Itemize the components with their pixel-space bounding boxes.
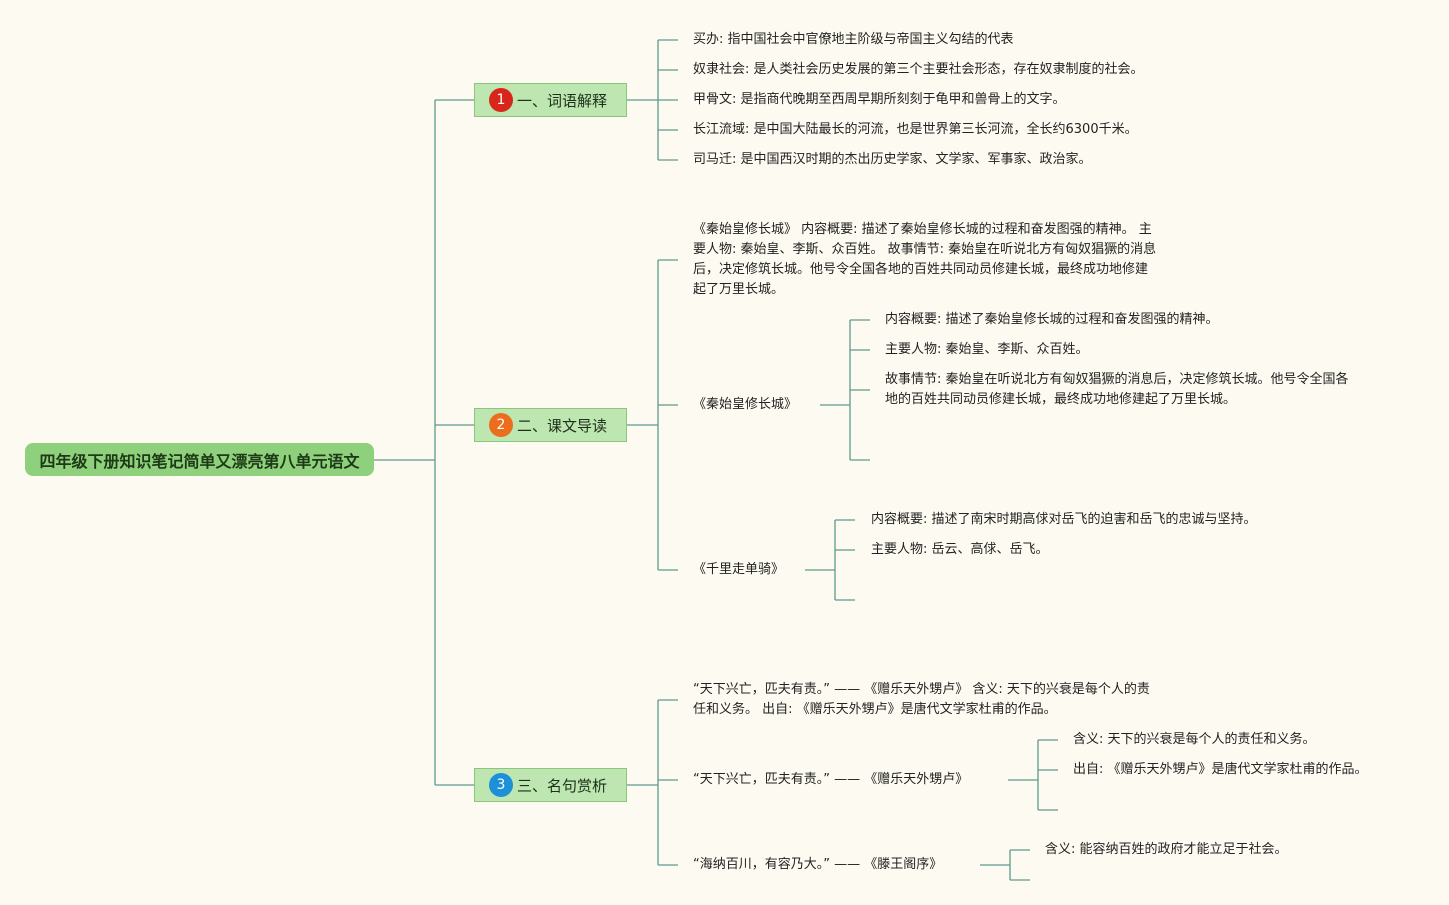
leaf-term-oracle-bone[interactable]: 甲骨文: 是指商代晚期至西周早期所刻刻于龟甲和兽骨上的文字。 bbox=[693, 92, 1066, 107]
story2-people[interactable]: 主要人物: 岳云、高俅、岳飞。 bbox=[871, 542, 1049, 557]
summary-line: 要人物: 秦始皇、李斯、众百姓。 故事情节: 秦始皇在听说北方有匈奴猖獗的消息 bbox=[693, 242, 1157, 257]
story2-content[interactable]: 内容概要: 描述了南宋时期高俅对岳飞的迫害和岳飞的忠诚与坚持。 bbox=[871, 512, 1257, 527]
leaf-story-lone-rider[interactable]: 《千里走单骑》 bbox=[693, 562, 785, 577]
quote2-meaning[interactable]: 含义: 能容纳百姓的政府才能立足于社会。 bbox=[1045, 842, 1288, 857]
summary-line: 起了万里长城。 bbox=[693, 282, 785, 297]
leaf-term-comprador[interactable]: 买办: 指中国社会中官僚地主阶级与帝国主义勾结的代表 bbox=[693, 32, 1014, 47]
branch-word-explanation[interactable]: 1 一、词语解释 bbox=[474, 83, 627, 117]
summary-line: 任和义务。 出自: 《赠乐天外甥卢》是唐代文学家杜甫的作品。 bbox=[693, 702, 1057, 717]
number-badge-1: 1 bbox=[489, 88, 513, 112]
branch-label: 二、课文导读 bbox=[517, 416, 608, 435]
root-topic[interactable]: 四年级下册知识笔记简单又漂亮第八单元语文 bbox=[25, 443, 374, 476]
story1-plot[interactable]: 故事情节: 秦始皇在听说北方有匈奴猖獗的消息后，决定修筑长城。他号令全国各 地的… bbox=[885, 370, 1349, 410]
plot-line: 地的百姓共同动员修建长城，最终成功地修建起了万里长城。 bbox=[885, 392, 1237, 407]
summary-line: “天下兴亡，匹夫有责。” —— 《赠乐天外甥卢》 含义: 天下的兴衰是每个人的责 bbox=[693, 682, 1150, 697]
leaf-story-great-wall[interactable]: 《秦始皇修长城》 bbox=[693, 397, 798, 412]
leaf-quote-2[interactable]: “海纳百川，有容乃大。” —— 《滕王阁序》 bbox=[693, 857, 943, 872]
leaf-text-summary[interactable]: 《秦始皇修长城》 内容概要: 描述了秦始皇修长城的过程和奋发图强的精神。 主 要… bbox=[693, 220, 1156, 300]
number-badge-3: 3 bbox=[489, 773, 513, 797]
branch-text-guide[interactable]: 2 二、课文导读 bbox=[474, 408, 627, 442]
quote1-source[interactable]: 出自: 《赠乐天外甥卢》是唐代文学家杜甫的作品。 bbox=[1073, 762, 1368, 777]
leaf-term-slave-society[interactable]: 奴隶社会: 是人类社会历史发展的第三个主要社会形态，存在奴隶制度的社会。 bbox=[693, 62, 1144, 77]
branch-label: 三、名句赏析 bbox=[517, 776, 608, 795]
leaf-quote-1[interactable]: “天下兴亡，匹夫有责。” —— 《赠乐天外甥卢》 bbox=[693, 772, 969, 787]
quote1-meaning[interactable]: 含义: 天下的兴衰是每个人的责任和义务。 bbox=[1073, 732, 1316, 747]
branch-label: 一、词语解释 bbox=[517, 91, 608, 110]
leaf-term-sima-qian[interactable]: 司马迁: 是中国西汉时期的杰出历史学家、文学家、军事家、政治家。 bbox=[693, 152, 1092, 167]
summary-line: 后，决定修筑长城。他号令全国各地的百姓共同动员修建长城，最终成功地修建 bbox=[693, 262, 1149, 277]
branch-famous-quotes[interactable]: 3 三、名句赏析 bbox=[474, 768, 627, 802]
story1-content[interactable]: 内容概要: 描述了秦始皇修长城的过程和奋发图强的精神。 bbox=[885, 312, 1219, 327]
leaf-quote-summary[interactable]: “天下兴亡，匹夫有责。” —— 《赠乐天外甥卢》 含义: 天下的兴衰是每个人的责… bbox=[693, 680, 1150, 720]
number-badge-2: 2 bbox=[489, 413, 513, 437]
plot-line: 故事情节: 秦始皇在听说北方有匈奴猖獗的消息后，决定修筑长城。他号令全国各 bbox=[885, 372, 1349, 387]
summary-line: 《秦始皇修长城》 内容概要: 描述了秦始皇修长城的过程和奋发图强的精神。 主 bbox=[693, 222, 1152, 237]
story1-people[interactable]: 主要人物: 秦始皇、李斯、众百姓。 bbox=[885, 342, 1089, 357]
leaf-term-yangtze[interactable]: 长江流域: 是中国大陆最长的河流，也是世界第三长河流，全长约6300千米。 bbox=[693, 122, 1138, 137]
